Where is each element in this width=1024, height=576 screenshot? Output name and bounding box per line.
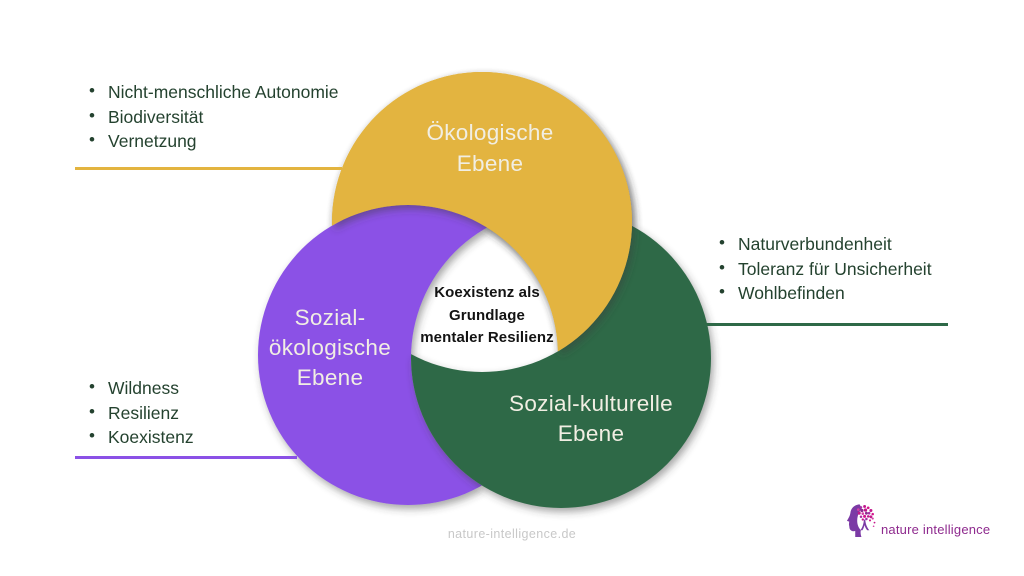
list-item: Naturverbundenheit [716, 231, 932, 257]
label-line: Sozial-kulturelle [509, 391, 673, 416]
logo-text: nature intelligence [881, 522, 991, 537]
label-line: Sozial- [294, 305, 366, 330]
list-item: Toleranz für Unsicherheit [716, 256, 932, 282]
social-ecological-circle-label: Sozial- ökologische Ebene [225, 303, 435, 393]
list-item: Nicht-menschliche Autonomie [86, 79, 339, 105]
center-label: Koexistenz als Grundlage mentaler Resili… [397, 282, 577, 350]
center-label-line: Koexistenz als [434, 284, 540, 301]
list-item: Resilienz [86, 400, 194, 426]
label-line: ökologische [268, 335, 392, 360]
ecological-circle-overlay [332, 72, 632, 372]
social-cultural-list: Naturverbundenheit Toleranz für Unsicher… [716, 231, 932, 306]
list-item: Koexistenz [86, 424, 194, 450]
footer-url: nature-intelligence.de [447, 527, 577, 541]
label-line: Ebene [557, 421, 625, 446]
ecological-accent-line [75, 167, 342, 170]
brand-logo: nature intelligence [843, 501, 990, 547]
list-item: Biodiversität [86, 104, 339, 130]
list-item: Vernetzung [86, 128, 339, 154]
center-label-line: Grundlage [449, 306, 525, 324]
label-line: Ebene [296, 365, 364, 390]
list-item: Wohlbefinden [716, 280, 932, 306]
social-cultural-circle-label: Sozial-kulturelle Ebene [460, 389, 722, 449]
ecological-circle-label: Ökologische Ebene [360, 117, 620, 179]
center-label-line: mentaler Resilienz [420, 329, 554, 346]
social-ecological-accent-line [75, 456, 297, 459]
logo-head-tree-icon [846, 504, 876, 538]
label-line: Ebene [456, 151, 524, 176]
social-cultural-accent-line [706, 323, 948, 326]
ecological-list: Nicht-menschliche Autonomie Biodiversitä… [86, 79, 339, 154]
list-item: Wildness [86, 375, 194, 401]
label-line: Ökologische [426, 120, 554, 145]
social-ecological-list: Wildness Resilienz Koexistenz [86, 375, 194, 450]
